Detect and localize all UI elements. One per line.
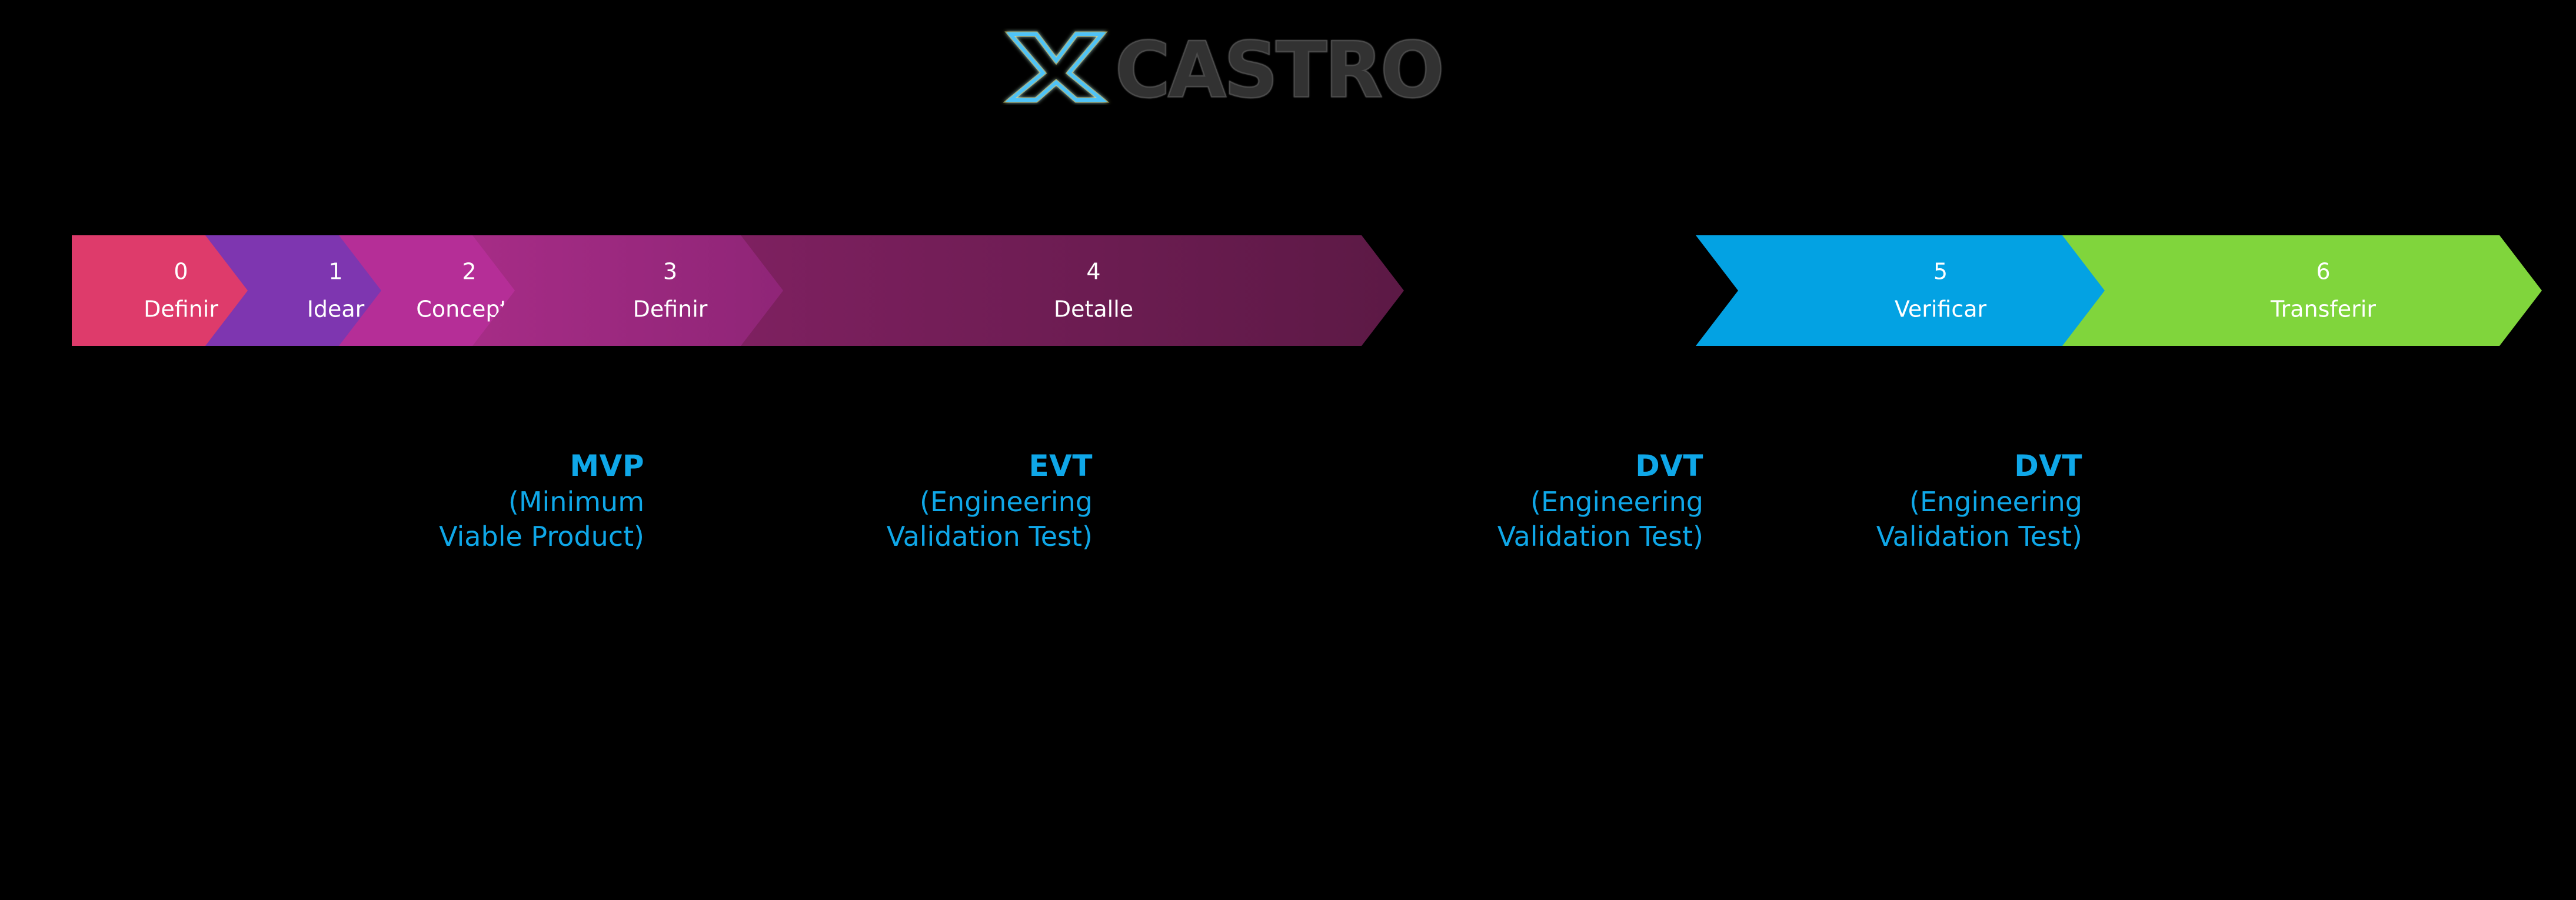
process-step-label: Definir xyxy=(633,296,708,322)
milestone-abbr: EVT xyxy=(1029,449,1093,483)
milestone-dvt-1: DVT (Engineering Validation Test) xyxy=(1292,447,1703,554)
process-step-3[interactable] xyxy=(472,235,826,346)
process-step-5[interactable] xyxy=(1696,235,2143,346)
brand-logo: CASTRO xyxy=(0,16,2576,116)
process-step-6[interactable] xyxy=(2062,235,2542,346)
process-step-label: Definir xyxy=(144,296,218,322)
process-step-number: 3 xyxy=(663,259,677,285)
process-step-number: 0 xyxy=(174,259,188,285)
process-step-number: 1 xyxy=(328,259,342,285)
milestone-full: (Engineering Validation Test) xyxy=(1497,486,1703,552)
milestone-mvp: MVP (Minimum Viable Product) xyxy=(232,447,644,554)
brand-logo-svg: CASTRO xyxy=(1003,28,1445,105)
process-step-number: 4 xyxy=(1086,259,1100,285)
milestone-evt: EVT (Engineering Validation Test) xyxy=(681,447,1093,554)
process-step-number: 6 xyxy=(2316,259,2330,285)
milestone-abbr: DVT xyxy=(1635,449,1703,483)
logo-x-icon xyxy=(1003,31,1110,103)
milestone-annotations: MVP (Minimum Viable Product) EVT (Engine… xyxy=(0,447,2576,624)
process-step-number: 5 xyxy=(1933,259,1948,285)
logo-wordmark: CASTRO xyxy=(1114,28,1445,105)
process-step-label: Detalle xyxy=(1054,296,1133,322)
milestone-full: (Minimum Viable Product) xyxy=(439,486,644,552)
milestone-abbr: MVP xyxy=(570,449,644,483)
process-step-label: Idear xyxy=(307,296,365,322)
logo-wordmark-text: CASTRO xyxy=(1115,28,1442,105)
milestone-full: (Engineering Validation Test) xyxy=(1876,486,2082,552)
process-step-4[interactable] xyxy=(741,235,1404,346)
process-step-label: Verificar xyxy=(1895,296,1987,322)
milestone-dvt-2: DVT (Engineering Validation Test) xyxy=(1670,447,2082,554)
milestone-abbr: DVT xyxy=(2014,449,2082,483)
milestone-full: (Engineering Validation Test) xyxy=(886,486,1093,552)
process-step-label: Transferir xyxy=(2270,296,2376,322)
process-chevron-svg: 0Definir1Idear2Concepto3Definir4Detalle5… xyxy=(72,235,2542,346)
process-step-number: 2 xyxy=(462,259,476,285)
